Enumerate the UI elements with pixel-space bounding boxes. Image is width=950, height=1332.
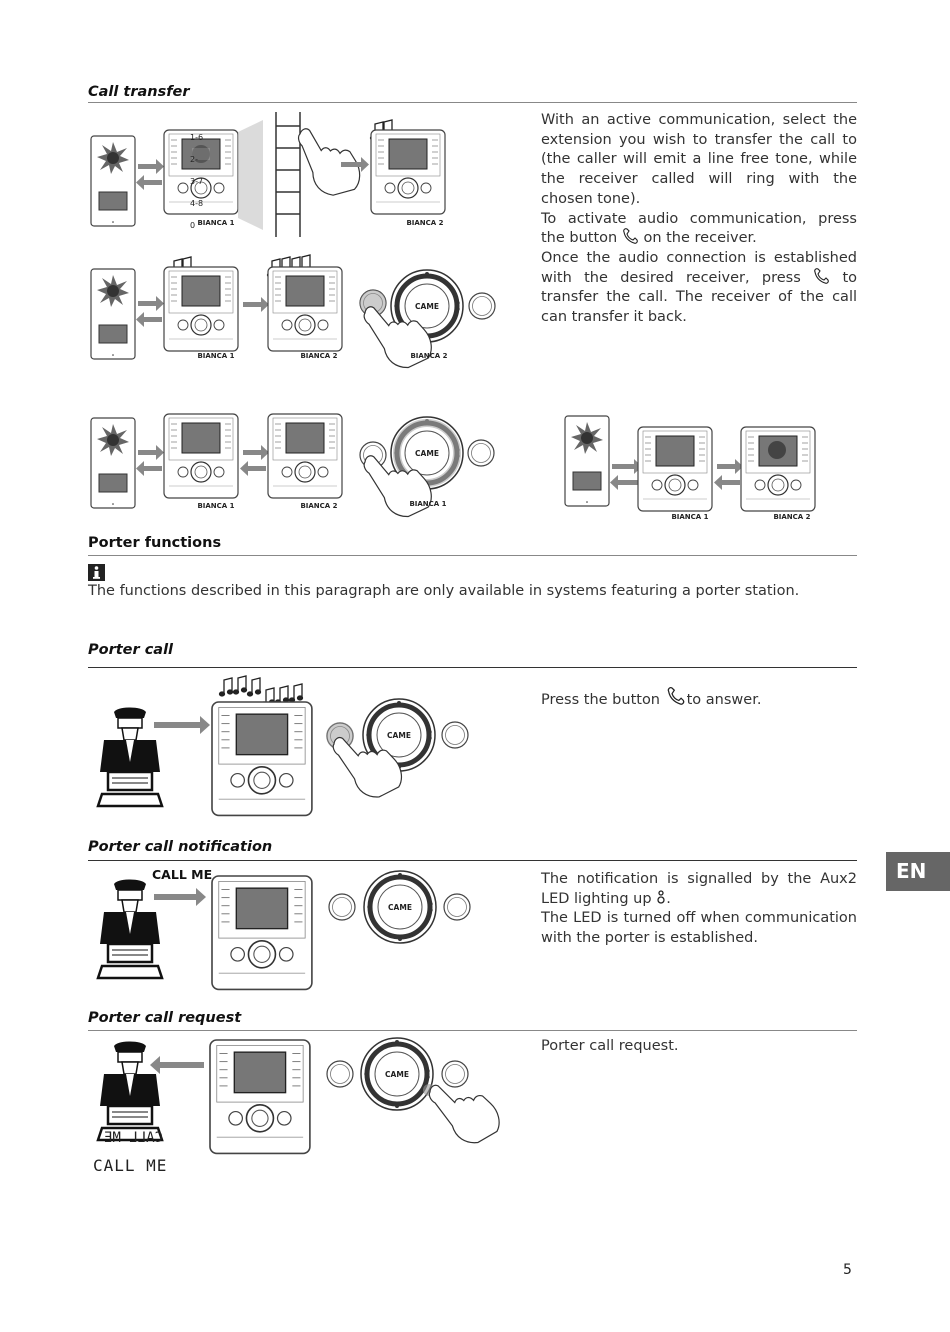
paragraph: With an active communication, select the… — [541, 112, 857, 207]
handset-icon — [814, 267, 829, 284]
label-bianca-1: BIANCA 1 — [409, 500, 447, 508]
keypad-key: 0 — [190, 221, 196, 230]
label-bianca-1: BIANCA 1 — [197, 219, 235, 227]
divider — [88, 555, 857, 556]
call-transfer-illustration-2 — [90, 254, 496, 377]
paragraph: To activate audio communication, press t… — [541, 210, 857, 247]
arrow-icon — [243, 297, 269, 312]
monitor — [163, 413, 239, 499]
music-note-icon — [288, 683, 304, 703]
keypad-key: 3-7 — [190, 177, 204, 186]
handset-button — [328, 893, 356, 921]
keypad — [275, 112, 301, 237]
door-station — [564, 415, 610, 507]
monitor — [163, 266, 239, 352]
arrow-icon — [610, 459, 642, 490]
call-me-label: CALL ME — [152, 867, 213, 882]
monitor — [267, 413, 343, 499]
key-button — [467, 439, 495, 467]
hand-pointer-icon — [296, 120, 364, 200]
porter-figure — [96, 878, 164, 980]
monitor — [370, 129, 446, 215]
receiver-ring — [361, 1038, 433, 1110]
arrow-icon — [714, 459, 743, 490]
porter-call-notification-illustration — [96, 870, 471, 991]
music-note-icon — [232, 675, 248, 695]
handset-button — [326, 1060, 354, 1088]
monitor — [211, 875, 313, 991]
call-transfer-description: With an active communication, select the… — [541, 111, 857, 328]
porter-figure — [96, 1040, 164, 1142]
key-button — [468, 292, 496, 320]
keypad-labels: 1-6 2- 3-7 4-8 0 — [190, 127, 203, 237]
label-bianca-2: BIANCA 2 — [410, 352, 448, 360]
porter-call-heading: Porter call — [88, 642, 174, 658]
porter-call-description: Press the button to answer. — [541, 687, 857, 711]
page-number: 5 — [843, 1262, 852, 1278]
call-transfer-heading: Call transfer — [88, 84, 190, 100]
porter-call-notification-heading: Porter call notification — [88, 839, 273, 855]
key-button — [441, 721, 469, 749]
keypad-key: 4-8 — [190, 199, 204, 208]
divider — [88, 860, 857, 861]
porter-call-request-description: Porter call request. — [541, 1038, 679, 1054]
led-icon — [657, 890, 665, 904]
label-bianca-2: BIANCA 2 — [406, 219, 444, 227]
call-transfer-illustration-1 — [90, 112, 446, 237]
arrow-icon — [136, 296, 164, 327]
music-note-icon — [218, 677, 234, 697]
call-transfer-illustration-4 — [564, 415, 816, 512]
info-icon — [88, 564, 105, 581]
porter-figure — [96, 706, 164, 808]
arrow-icon — [136, 159, 164, 190]
language-tab: EN — [886, 852, 950, 891]
arrow-icon — [154, 888, 206, 906]
label-bianca-2: BIANCA 2 — [300, 352, 338, 360]
arrow-icon — [136, 445, 164, 476]
keypad-key: 2- — [190, 155, 198, 164]
monitor — [740, 426, 816, 512]
porter-call-request-illustration — [96, 1036, 506, 1155]
arrow-icon — [150, 1056, 204, 1074]
label-bianca-1: BIANCA 1 — [671, 513, 709, 521]
door-station — [90, 135, 136, 227]
label-bianca-1: BIANCA 1 — [197, 352, 235, 360]
porter-call-notification-description: The notification is signalled by the Aux… — [541, 870, 857, 949]
paragraph: The LED is turned off when communication… — [541, 910, 857, 947]
label-bianca-2: BIANCA 2 — [773, 513, 811, 521]
divider — [88, 667, 857, 668]
divider — [88, 1030, 857, 1031]
arrow-icon — [154, 716, 210, 734]
display-mirrored: CALL ME — [104, 1130, 164, 1146]
label-bianca-1: BIANCA 1 — [197, 502, 235, 510]
porter-call-request-heading: Porter call request — [88, 1010, 242, 1026]
key-button — [441, 1060, 469, 1088]
keypad-key: 1-6 — [190, 133, 204, 142]
monitor — [211, 701, 313, 817]
handset-icon — [623, 228, 638, 245]
porter-functions-note: The functions described in this paragrap… — [88, 583, 800, 599]
monitor — [267, 266, 343, 352]
receiver-ring — [364, 871, 436, 943]
monitor — [637, 426, 713, 512]
divider — [88, 102, 857, 103]
call-transfer-illustration-3 — [90, 413, 495, 526]
monitor — [209, 1039, 311, 1155]
paragraph: Once the audio connection is established… — [541, 249, 857, 326]
door-station — [90, 268, 136, 360]
music-note-icon — [246, 677, 262, 697]
arrow-icon — [240, 445, 269, 476]
arrow-icon — [341, 157, 369, 172]
handset-icon — [667, 687, 684, 705]
porter-functions-heading: Porter functions — [88, 535, 222, 551]
display-text: CALL ME — [93, 1156, 168, 1175]
porter-call-illustration — [96, 675, 469, 817]
door-station — [90, 417, 136, 509]
label-bianca-2: BIANCA 2 — [300, 502, 338, 510]
key-button — [443, 893, 471, 921]
